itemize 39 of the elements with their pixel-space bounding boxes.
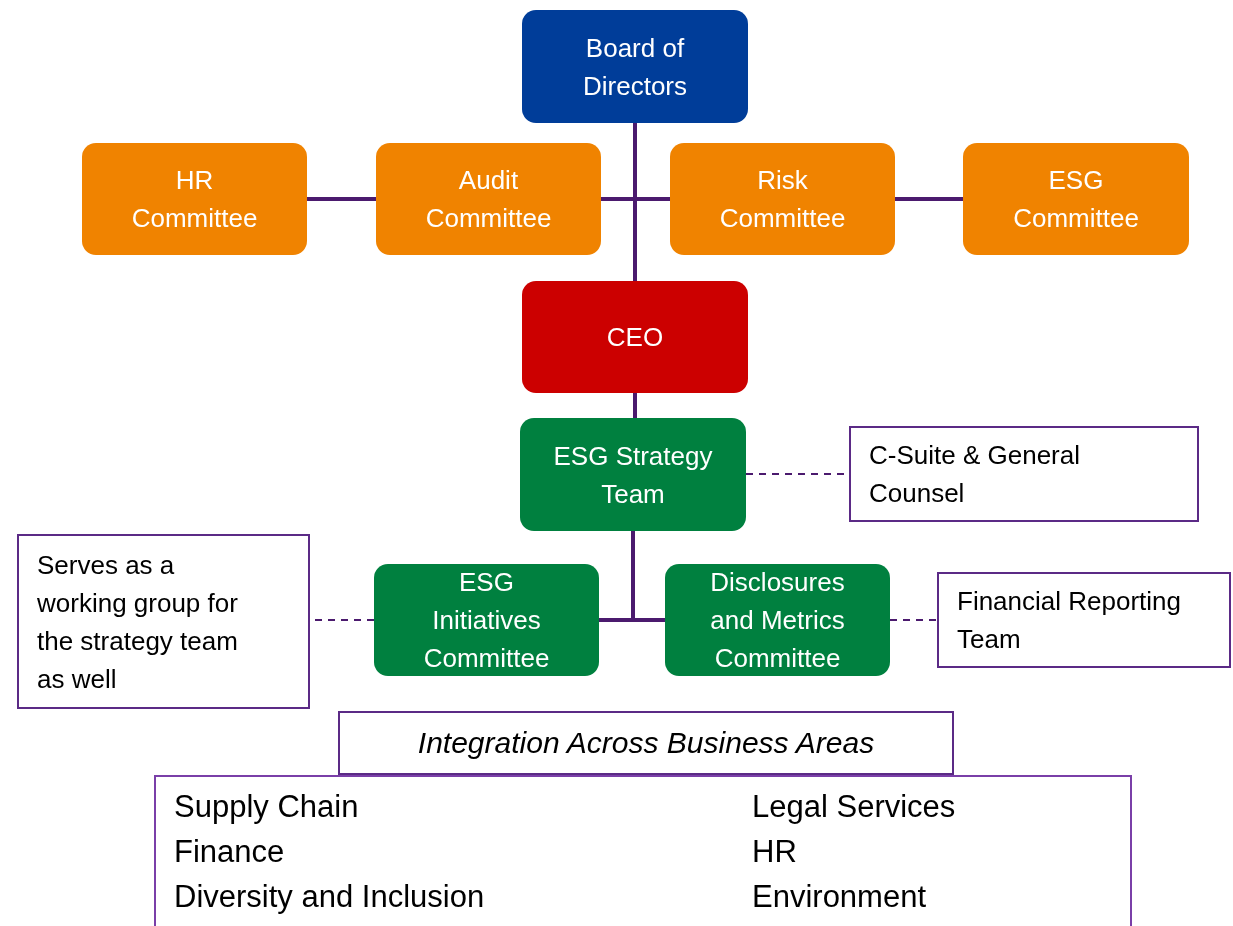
team-box — [374, 564, 599, 676]
board-box — [522, 10, 748, 123]
connector-line — [633, 123, 670, 201]
box-label: Risk Committee — [718, 164, 847, 235]
committee-box — [376, 143, 601, 255]
heading-box — [338, 711, 954, 775]
team-box — [520, 418, 746, 531]
box-label: ESG Initiatives Committee — [422, 566, 551, 675]
area-item: Supply Chain — [174, 788, 359, 826]
note-box — [17, 534, 310, 709]
ceo-box — [522, 281, 748, 393]
box-label: CEO — [606, 321, 664, 354]
box-label: ESG Committee — [1012, 164, 1140, 235]
team-box — [665, 564, 890, 676]
note-text: C-Suite & General Counsel — [869, 439, 1081, 510]
area-item: Finance — [174, 833, 285, 871]
area-item: Diversity and Inclusion — [174, 878, 485, 916]
committee-box — [670, 143, 895, 255]
note-text: Financial Reporting Team — [957, 585, 1182, 656]
box-label: HR Committee — [130, 164, 259, 235]
connector-line — [631, 531, 665, 622]
area-item: HR — [752, 833, 797, 871]
box-label: Disclosures and Metrics Committee — [709, 566, 846, 675]
box-label: Audit Committee — [424, 164, 553, 235]
area-item: Legal Services — [752, 788, 956, 826]
box-label: Board of Directors — [582, 31, 688, 103]
area-item: Environment — [752, 878, 927, 916]
connector-line — [633, 393, 637, 418]
note-box — [849, 426, 1199, 522]
note-text: Serves as a working group for the strategy team as well — [37, 548, 239, 696]
committee-box — [963, 143, 1189, 255]
heading-text: Integration Across Business Areas — [417, 725, 875, 761]
dashed-connector — [889, 619, 938, 621]
connector-line — [895, 197, 963, 201]
committee-box — [82, 143, 307, 255]
connector-line — [307, 197, 376, 201]
list-box — [154, 775, 1132, 926]
note-box — [937, 572, 1231, 668]
box-label: ESG Strategy Team — [552, 439, 714, 511]
